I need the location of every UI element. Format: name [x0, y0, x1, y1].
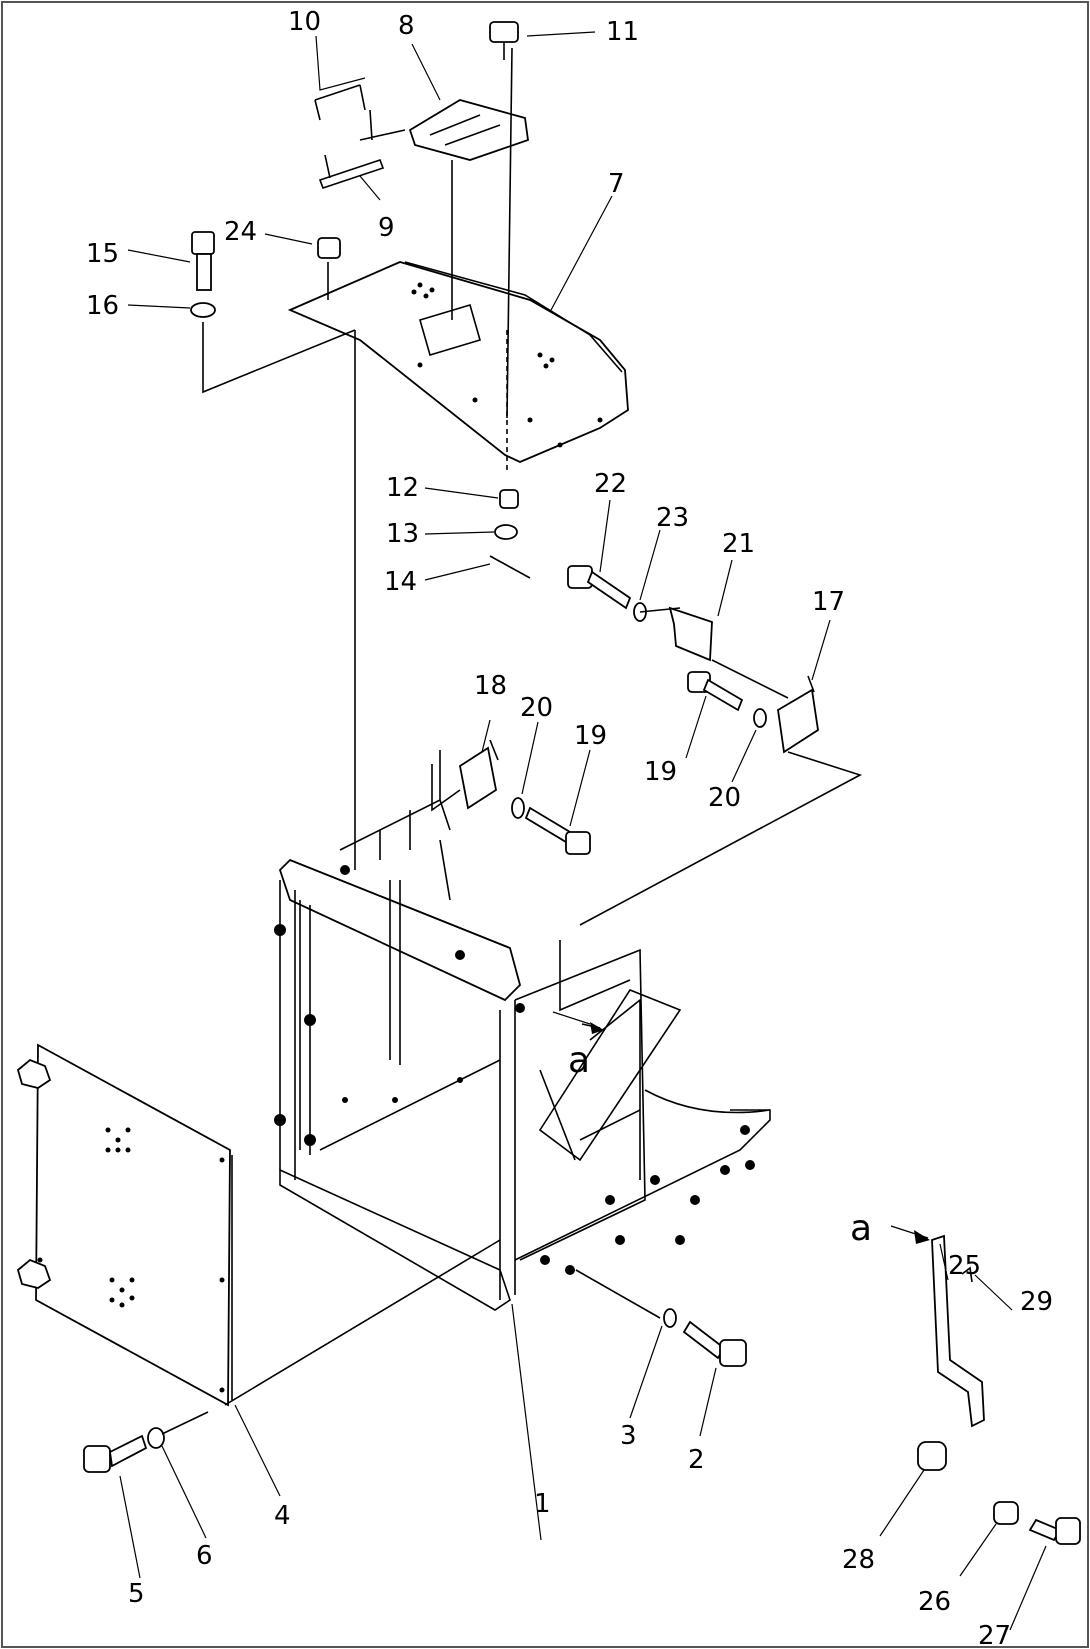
callout-29: 29 [1020, 1287, 1053, 1317]
callout-21: 21 [722, 529, 755, 559]
callout-19-left: 19 [574, 721, 607, 751]
view-markers: a a [568, 1022, 930, 1249]
view-marker-a: a [568, 1040, 590, 1081]
callout-11: 11 [606, 17, 639, 47]
bolt-washer-bottom-right [663, 1308, 747, 1367]
callout-5: 5 [128, 1579, 145, 1609]
callout-10: 10 [288, 7, 321, 37]
view-arrow-detail [914, 1230, 930, 1244]
view-marker-a-detail: a [850, 1208, 872, 1249]
callout-27: 27 [978, 1621, 1011, 1649]
hinge-assembly-left [459, 739, 591, 855]
callout-2: 2 [688, 1445, 705, 1475]
callout-18: 18 [474, 671, 507, 701]
callout-20-left: 20 [520, 693, 553, 723]
callout-labels: 1 2 3 4 5 6 7 8 9 10 11 12 13 14 15 16 1… [86, 7, 1053, 1649]
spring-washer-pin [489, 489, 531, 579]
leader-lines [119, 31, 1047, 1631]
callout-1: 1 [534, 1489, 551, 1519]
callout-23: 23 [656, 503, 689, 533]
pin-and-cotters [314, 84, 385, 190]
callout-22: 22 [594, 469, 627, 499]
callout-16: 16 [86, 291, 119, 321]
detail-view-a [917, 1234, 1081, 1545]
callout-14: 14 [384, 567, 417, 597]
callout-28: 28 [842, 1545, 875, 1575]
callout-13: 13 [386, 519, 419, 549]
callout-24: 24 [224, 217, 257, 247]
callout-25: 25 [948, 1251, 981, 1281]
callout-6: 6 [196, 1541, 213, 1571]
callout-3: 3 [620, 1421, 637, 1451]
bracket-assembly-right [567, 565, 713, 662]
callout-9: 9 [378, 213, 395, 243]
bolt-washer-nut-top [190, 231, 341, 318]
top-cover [287, 261, 629, 463]
callout-26: 26 [918, 1587, 951, 1617]
callout-15: 15 [86, 239, 119, 269]
side-panel [16, 1043, 233, 1407]
view-arrow-main [590, 1022, 604, 1034]
small-cover [408, 99, 529, 161]
hinge-assembly-right [687, 671, 819, 754]
bolt-washer-bottom-left [83, 1427, 165, 1473]
callout-4: 4 [274, 1501, 291, 1531]
callout-7: 7 [608, 169, 625, 199]
knob [489, 21, 519, 60]
callout-12: 12 [386, 473, 419, 503]
callout-8: 8 [398, 11, 415, 41]
callout-20-right: 20 [708, 783, 741, 813]
callout-19-right: 19 [644, 757, 677, 787]
assembly-lines [161, 47, 929, 1435]
main-frame [274, 750, 771, 1311]
callout-17: 17 [812, 587, 845, 617]
